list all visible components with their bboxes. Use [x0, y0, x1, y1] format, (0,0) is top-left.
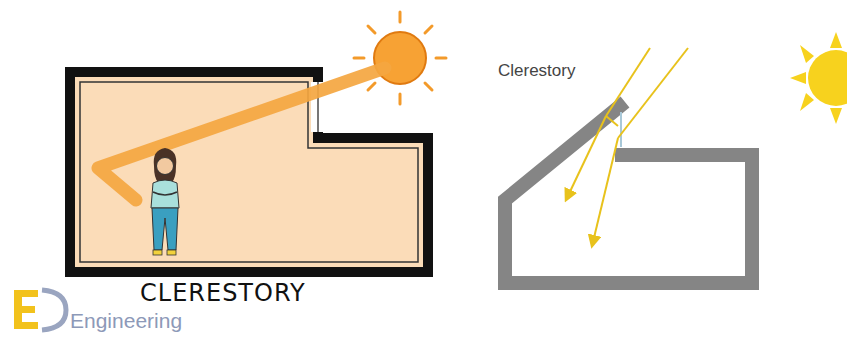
low-roof — [615, 148, 759, 162]
sun — [790, 32, 847, 124]
folded-arms — [153, 192, 177, 195]
person — [151, 148, 179, 255]
shirt — [151, 180, 179, 208]
sun-rays — [790, 32, 842, 124]
building-wall — [505, 102, 752, 283]
logo-d — [42, 290, 66, 330]
reflected-ray — [566, 116, 606, 200]
hair — [154, 148, 177, 182]
logo-e — [14, 290, 38, 329]
sun-disc — [374, 32, 426, 84]
window-glass — [620, 112, 622, 147]
watermark: Engineering — [70, 309, 182, 333]
incoming-ray — [618, 48, 688, 138]
trousers — [152, 208, 178, 250]
head — [157, 158, 174, 175]
building-wall — [70, 72, 428, 272]
shoe — [167, 250, 176, 255]
sun-rays-arrows — [566, 48, 688, 246]
light-beam — [98, 68, 385, 200]
shoe — [153, 250, 162, 255]
sun-rays — [354, 12, 446, 104]
section-title: Clerestory — [498, 61, 575, 81]
sun — [354, 12, 446, 104]
section-title: CLERESTORY — [140, 280, 306, 308]
reflected-ray — [592, 138, 618, 246]
sun-disc — [808, 50, 847, 106]
left-section — [70, 12, 446, 272]
ray-bounce — [606, 116, 618, 126]
logo-mark — [14, 290, 66, 330]
